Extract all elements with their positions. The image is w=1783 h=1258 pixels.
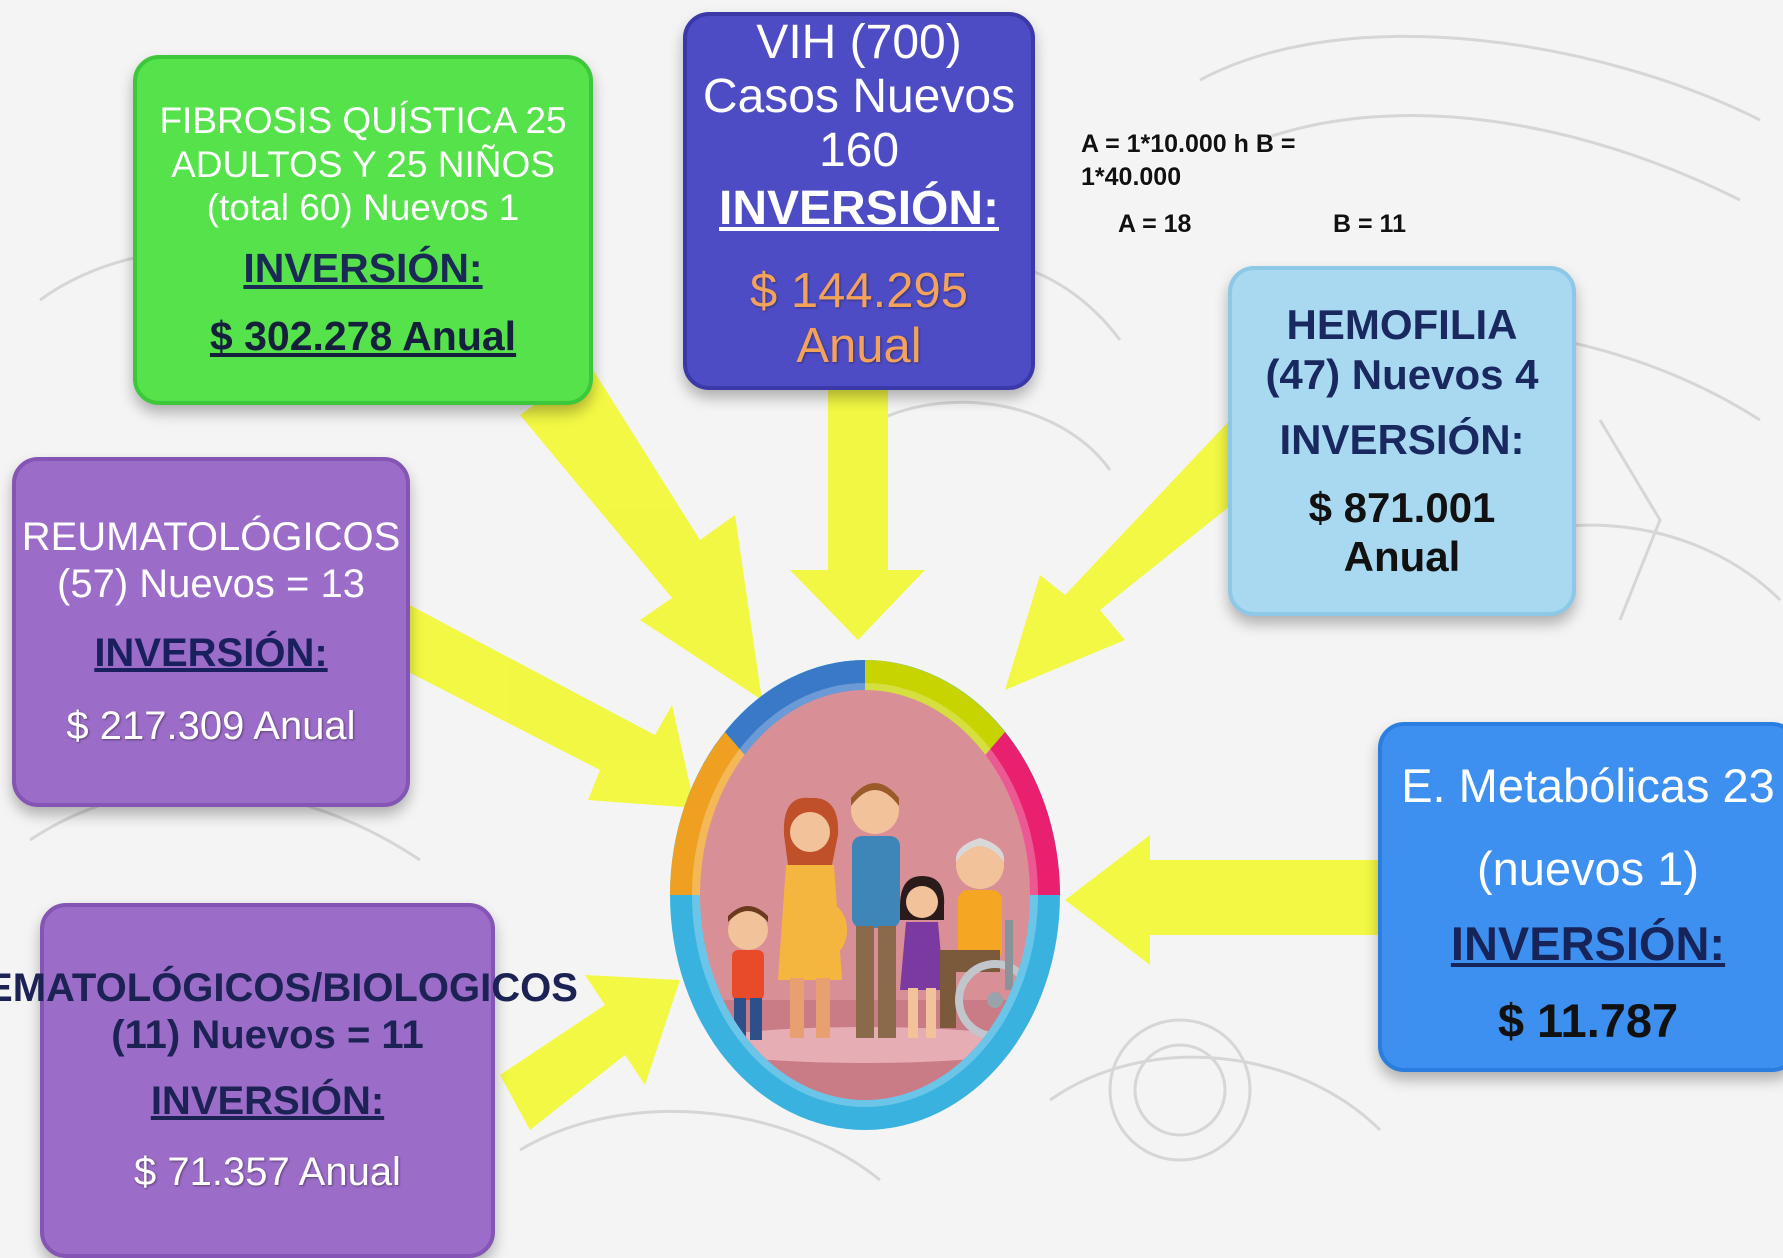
vih-box: VIH (700) Casos Nuevos 160 INVERSIÓN: $ … [683, 12, 1035, 390]
hemofilia-description: HEMOFILIA (47) Nuevos 4 [1265, 301, 1539, 398]
formula-text: A = 1*10.000 h B = 1*40.000 [1081, 130, 1296, 191]
metab-amount: $ 11.787 [1497, 994, 1679, 1048]
hemofilia-inversion-label: INVERSIÓN: [1279, 416, 1525, 464]
fibrosis-box: FIBROSIS QUÍSTICA 25 ADULTOS Y 25 NIÑOS … [133, 55, 593, 405]
hemofilia-amount: $ 871.001 Anual [1308, 483, 1496, 581]
metab-inversion-label: INVERSIÓN: [1450, 916, 1726, 970]
metabolicas-box: E. Metabólicas 23 (nuevos 1) INVERSIÓN: … [1378, 722, 1783, 1072]
vih-description: VIH (700) Casos Nuevos 160 [702, 16, 1016, 177]
fibrosis-inversion-label: INVERSIÓN: [243, 245, 483, 292]
arrow-vih [790, 390, 925, 640]
metab-description: E. Metabólicas 23 (nuevos 1) [1401, 759, 1775, 895]
vih-amount: $ 144.295 Anual [750, 263, 968, 373]
arrow-hemofilia [1005, 420, 1275, 690]
formula-a-value: A = 18 [1118, 210, 1192, 238]
reuma-inversion-label: INVERSIÓN: [94, 631, 328, 675]
hemato-inversion-label: INVERSIÓN: [150, 1078, 385, 1123]
hemato-description: HEMATOLÓGICOS/BIOLOGICOS (11) Nuevos = 1… [0, 966, 578, 1058]
vih-inversion-label: INVERSIÓN: [718, 182, 1000, 236]
arrow-hemato [500, 975, 680, 1130]
reuma-amount: $ 217.309 Anual [66, 704, 356, 749]
arrow-metab [1065, 835, 1405, 965]
fibrosis-amount: $ 302.278 Anual [209, 313, 517, 360]
hemato-amount: $ 71.357 Anual [134, 1149, 401, 1194]
reuma-description: REUMATOLÓGICOS (57) Nuevos = 13 [21, 514, 401, 606]
fibrosis-description: FIBROSIS QUÍSTICA 25 ADULTOS Y 25 NIÑOS … [159, 100, 567, 229]
family-illustration-icon [670, 660, 1060, 1130]
formula-b-value: B = 11 [1333, 210, 1406, 238]
reumatologicos-box: REUMATOLÓGICOS (57) Nuevos = 13 INVERSIÓ… [12, 457, 410, 807]
arrow-reuma [385, 600, 695, 808]
hematologicos-box: HEMATOLÓGICOS/BIOLOGICOS (11) Nuevos = 1… [0, 903, 578, 1258]
hemofilia-box: HEMOFILIA (47) Nuevos 4 INVERSIÓN: $ 871… [1228, 266, 1576, 616]
arrow-fibrosis [520, 365, 762, 700]
